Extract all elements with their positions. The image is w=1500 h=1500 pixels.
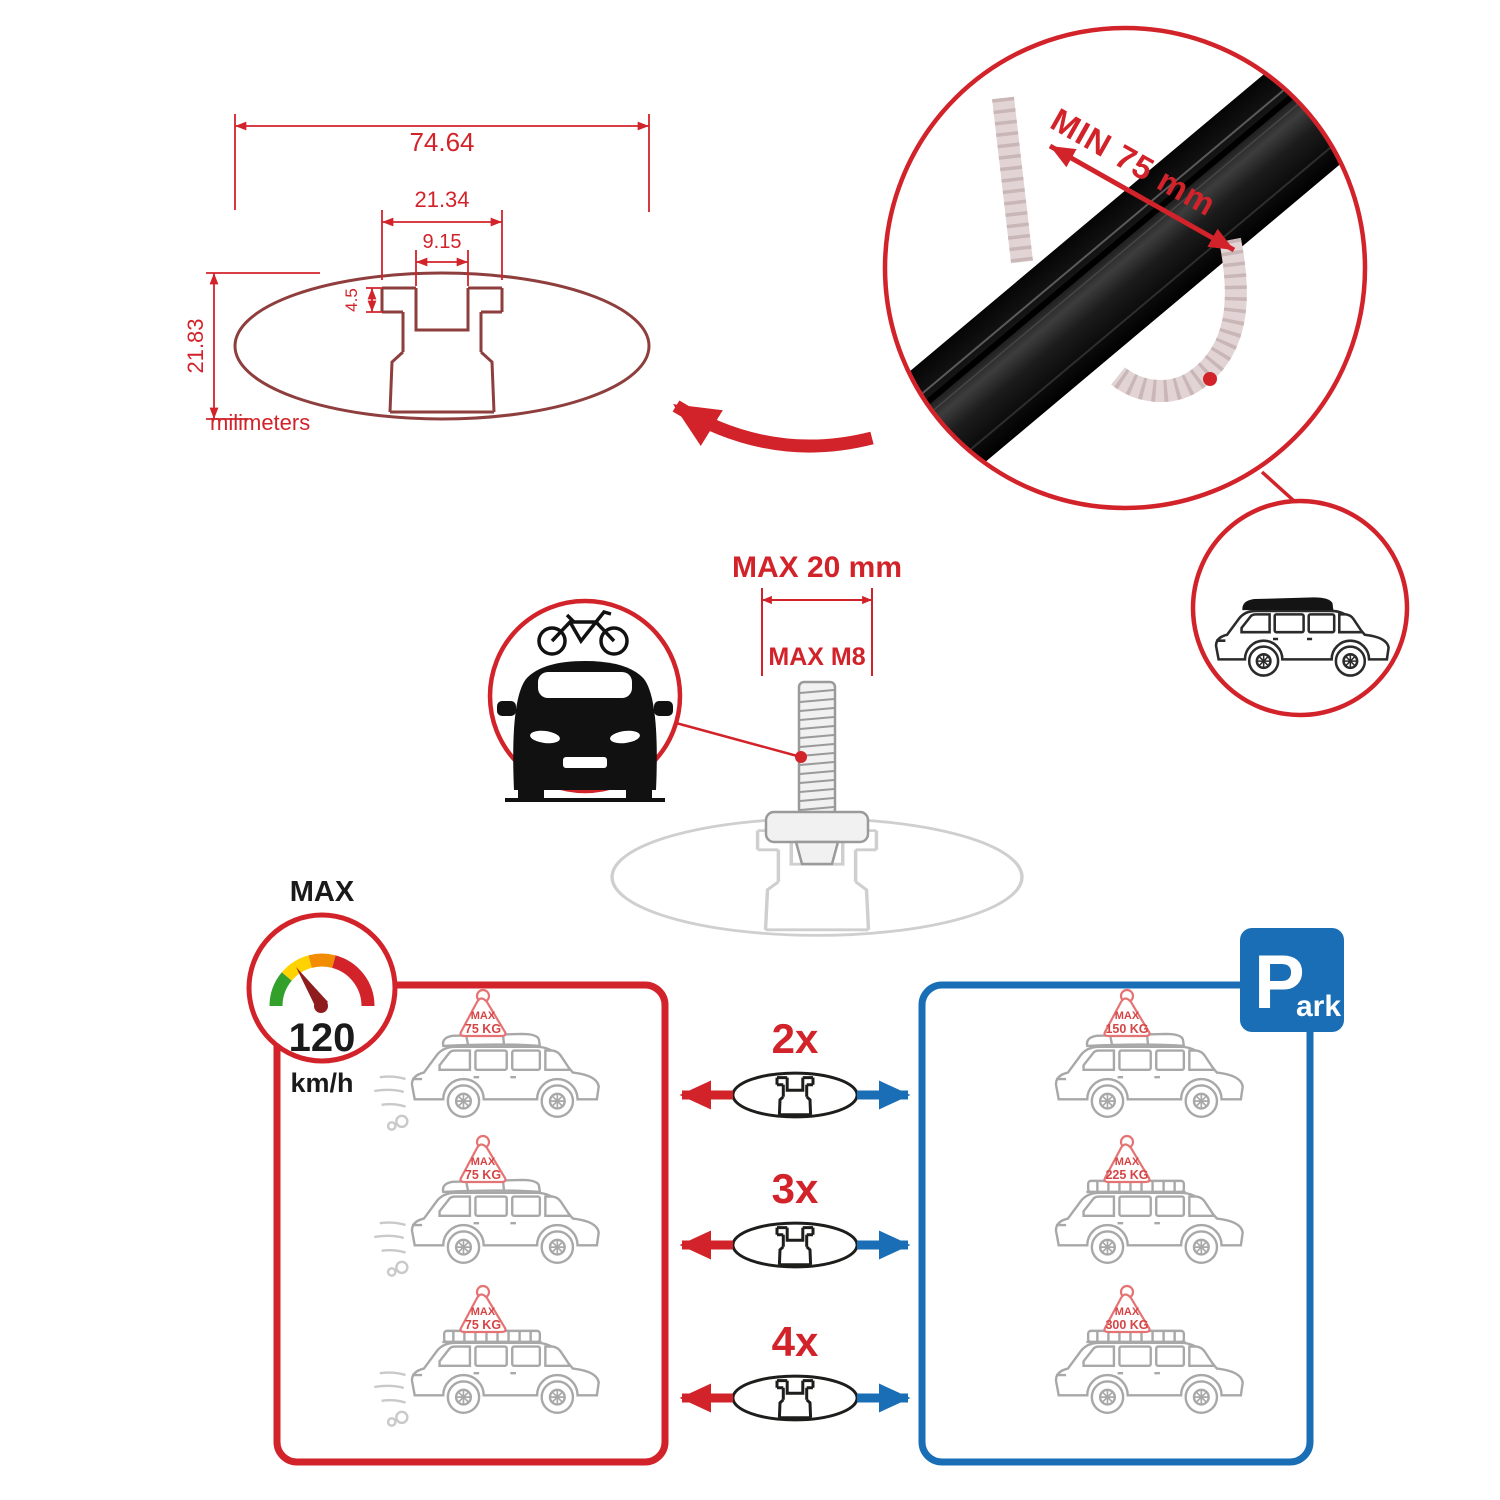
driving-panel-cars: MAX 75 KG MAX 75 KG MAX 75 KG <box>373 988 600 1427</box>
dim-total-width: 74.64 <box>409 127 474 157</box>
load-tag-300: MAX 300 KG <box>1103 1284 1151 1334</box>
suv-roofbox-circle <box>1190 498 1410 718</box>
pointer-arrow-to-diagram <box>672 400 874 453</box>
svg-text:MAX: MAX <box>471 1156 496 1168</box>
svg-text:MAX: MAX <box>471 1010 496 1022</box>
svg-text:225 KG: 225 KG <box>1105 1168 1148 1182</box>
svg-text:150 KG: 150 KG <box>1105 1022 1148 1036</box>
svg-text:75 KG: 75 KG <box>465 1022 501 1036</box>
gauge-unit: km/h <box>290 1068 353 1098</box>
dim-slot-width: 9.15 <box>423 231 462 253</box>
detail-circle-border <box>882 25 1368 511</box>
car-front-icon <box>497 661 673 802</box>
clamp-point-dot <box>1203 372 1217 386</box>
park-suffix: ark <box>1296 990 1341 1023</box>
load-tag-75-3: MAX 75 KG <box>459 1284 507 1334</box>
crossbar-count-rows: 2x 3x 4x <box>679 1015 911 1422</box>
load-tag-150: MAX 150 KG <box>1103 988 1151 1038</box>
gauge-circle <box>246 912 398 1064</box>
svg-text:4x: 4x <box>772 1318 819 1365</box>
dim-plateau-width: 21.34 <box>414 187 469 212</box>
unit-label: milimeters <box>210 410 310 435</box>
crossbar-profile-icon <box>731 1221 859 1269</box>
dimension-lines <box>206 114 650 420</box>
crossbar-profile-icon <box>731 1071 859 1119</box>
bolt-max-width-label: MAX 20 mm <box>732 551 902 584</box>
dim-total-height: 21.83 <box>183 318 208 373</box>
row-3x: 3x <box>679 1165 911 1269</box>
gauge-arc <box>269 953 375 1007</box>
tbolt <box>764 680 870 866</box>
svg-text:MAX: MAX <box>1115 1010 1140 1022</box>
row-4x: 4x <box>679 1318 911 1422</box>
svg-text:75 KG: 75 KG <box>465 1168 501 1182</box>
load-tag-225: MAX 225 KG <box>1103 1134 1151 1184</box>
crossbar-render <box>885 41 1365 508</box>
bike-car-circle <box>487 598 683 802</box>
svg-text:3x: 3x <box>772 1165 819 1212</box>
bolt-max-thread-label: MAX M8 <box>768 643 865 671</box>
load-tag-75-2: MAX 75 KG <box>459 1134 507 1184</box>
park-sign-board <box>1240 928 1344 1032</box>
dim-step-depth: 4.5 <box>342 288 361 312</box>
crossbar-detail-circle: MIN 75 mm <box>672 25 1368 511</box>
svg-text:MAX: MAX <box>1115 1306 1140 1318</box>
roof-box <box>1242 597 1334 611</box>
gauge-pivot <box>314 999 328 1013</box>
svg-text:MAX: MAX <box>471 1306 496 1318</box>
load-tag-75-1: MAX 75 KG <box>459 988 507 1038</box>
tbolt-diagram: MAX 20 mm MAX M8 <box>610 551 1024 938</box>
parking-panel-cars: MAX 150 KG MAX 225 KG MAX 300 KG <box>1054 988 1244 1414</box>
speed-limit-gauge: MAX 120 km/h <box>246 876 398 1098</box>
gauge-max-label: MAX <box>290 876 355 908</box>
park-letter: P <box>1254 940 1305 1025</box>
park-sign: P ark <box>1240 928 1344 1032</box>
svg-text:MAX: MAX <box>1115 1156 1140 1168</box>
svg-text:75 KG: 75 KG <box>465 1318 501 1332</box>
crossbar-profile-icon <box>731 1374 859 1422</box>
crossbar-dimension-diagram: 74.64 21.34 9.15 4.5 21.83 milimeters <box>183 114 651 435</box>
suv-illustration <box>1214 597 1390 677</box>
bolt-dimension-lines <box>761 588 873 676</box>
leader-line-bike-circle <box>675 721 802 759</box>
bike-icon <box>537 609 629 656</box>
row-2x: 2x <box>679 1015 911 1119</box>
crossbar-cross-section <box>233 271 651 421</box>
svg-text:300 KG: 300 KG <box>1105 1318 1148 1332</box>
svg-text:2x: 2x <box>772 1015 819 1062</box>
connector-to-suv <box>1260 470 1295 502</box>
gauge-value: 120 <box>289 1016 356 1060</box>
min-span-arrow <box>1048 143 1236 253</box>
